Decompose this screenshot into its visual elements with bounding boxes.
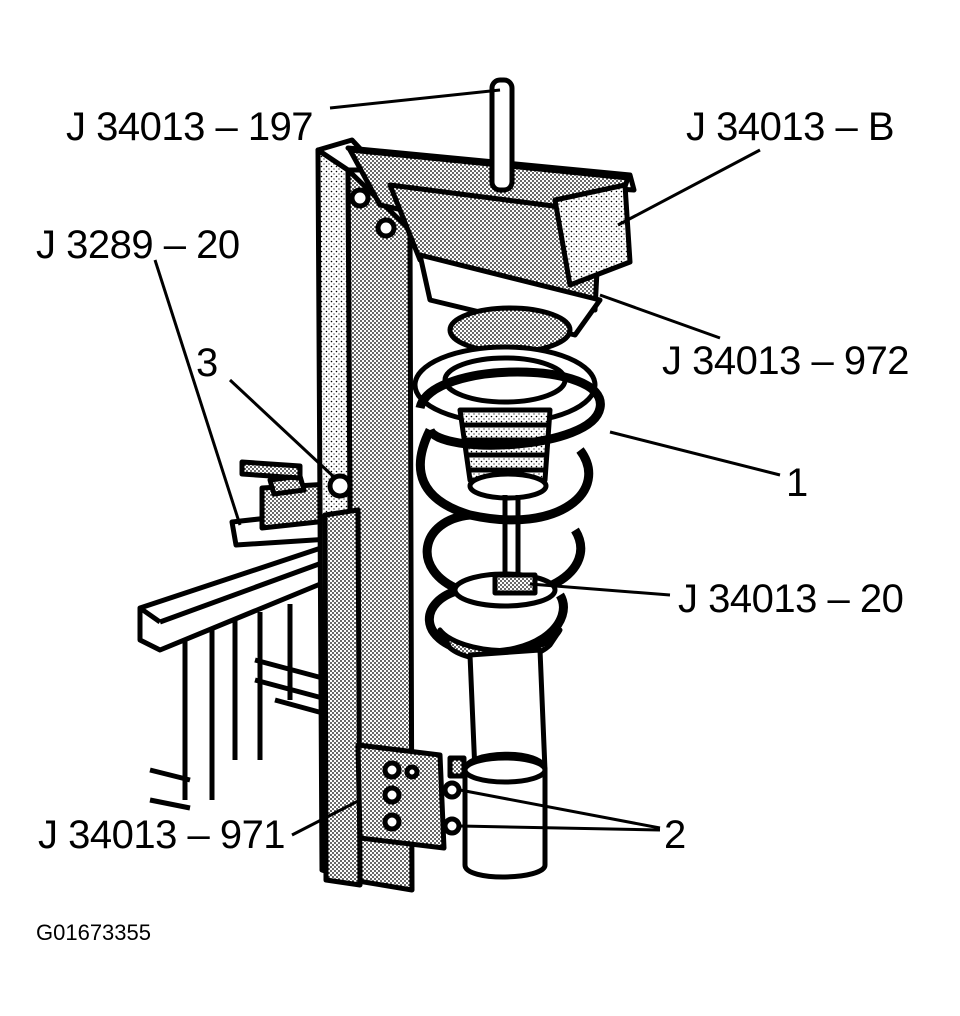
label-j34013-197: J 34013 – 197 — [66, 105, 313, 149]
label-j34013-971: J 34013 – 971 — [38, 813, 285, 857]
workbench — [137, 542, 333, 811]
leader-j34013-20 — [529, 582, 671, 597]
label-j3289-20: J 3289 – 20 — [36, 223, 240, 267]
label-j34013-b: J 34013 – B — [686, 105, 894, 149]
compressor-column — [315, 137, 467, 893]
callout-labels: J 34013 – 197 J 34013 – B J 3289 – 20 3 … — [36, 105, 910, 945]
leader-callout-2b — [459, 824, 661, 832]
label-callout-2: 2 — [664, 813, 686, 857]
leader-j34013-971 — [291, 798, 361, 837]
leader-j34013-b — [617, 148, 761, 227]
leader-callout-1 — [609, 430, 781, 477]
label-callout-1: 1 — [786, 461, 808, 505]
leader-callout-2a — [459, 788, 661, 830]
label-callout-3: 3 — [196, 341, 218, 385]
strut-assembly — [412, 344, 605, 880]
upper-compressor-cup — [345, 77, 637, 355]
leader-callout-3 — [228, 378, 337, 480]
leader-lines — [153, 88, 781, 837]
leader-j34013-972 — [599, 293, 721, 340]
figure-code: G01673355 — [36, 920, 151, 945]
leader-j34013-197 — [329, 88, 501, 110]
label-j34013-972: J 34013 – 972 — [662, 339, 909, 383]
label-j34013-20: J 34013 – 20 — [678, 577, 903, 621]
leader-j3289-20 — [153, 259, 242, 526]
